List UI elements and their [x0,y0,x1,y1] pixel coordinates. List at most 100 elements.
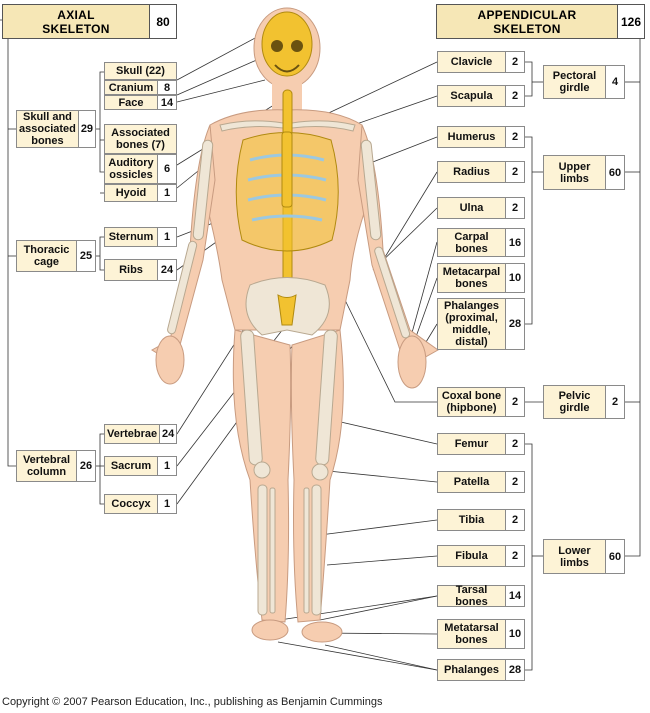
group-label: Upper limbs [558,160,591,185]
ribs-box: Ribs 24 [104,259,177,281]
item-label: Cranium [108,81,154,94]
copyright-notice: Copyright © 2007 Pearson Education, Inc.… [2,696,383,708]
thoracic-cage-group: Thoracic cage 25 [16,240,96,272]
item-label: Hyoid [115,187,147,199]
item-label: Phalanges (proximal, middle, distal) [443,300,500,348]
group-count: 26 [76,451,95,481]
axial-skeleton-label: AXIAL SKELETON [42,7,110,36]
axial-bones [235,11,339,336]
group-count: 25 [76,241,95,271]
item-count: 14 [157,96,176,109]
group-label: Pectoral girdle [552,70,597,94]
foot-phalanges-box: Phalanges 28 [437,659,525,681]
item-count: 2 [505,510,524,530]
axial-skeleton-count: 80 [149,5,176,38]
item-label: Scapula [450,90,493,102]
group-label: Vertebral column [22,454,71,478]
item-label: Associated bones (7) [111,127,170,151]
item-count: 1 [157,457,176,475]
appendicular-skeleton-label: APPENDICULAR SKELETON [477,7,577,36]
pectoral-girdle-group: Pectoral girdle 4 [543,65,625,99]
item-count: 8 [157,81,176,94]
humerus-box: Humerus 2 [437,126,525,148]
item-count: 24 [159,425,176,443]
lower-limbs-group: Lower limbs 60 [543,539,625,574]
sacrum-box: Sacrum 1 [104,456,177,476]
item-label: Ulna [459,202,484,214]
group-count: 2 [605,386,624,418]
group-count: 29 [77,111,95,147]
group-count: 60 [605,540,624,573]
appendicular-skeleton-count: 126 [617,5,644,38]
axial-skeleton-header: AXIAL SKELETON 80 [2,4,177,39]
item-count: 24 [157,260,176,280]
item-label: Metatarsal bones [444,622,499,646]
group-label: Thoracic cage [23,244,70,268]
item-count: 1 [157,495,176,513]
appendicular-skeleton-header: APPENDICULAR SKELETON 126 [436,4,645,39]
item-label: Clavicle [450,56,493,68]
hyoid-box: Hyoid 1 [104,184,177,202]
metacarpal-bones-box: Metacarpal bones 10 [437,263,525,293]
item-count: 2 [505,162,524,182]
item-count: 6 [157,155,176,183]
group-label: Pelvic girdle [558,390,591,414]
item-count: 2 [505,127,524,147]
coccyx-box: Coccyx 1 [104,494,177,514]
item-count: 16 [505,229,524,256]
radius-box: Radius 2 [437,161,525,183]
item-label: Humerus [447,131,496,143]
sternum-box: Sternum 1 [104,227,177,247]
group-label: Lower limbs [558,544,591,569]
item-label: Coxal bone (hipbone) [441,390,502,414]
coxal-bone-box: Coxal bone (hipbone) 2 [437,387,525,417]
item-label: Auditory ossicles [108,157,154,181]
clavicle-box: Clavicle 2 [437,51,525,73]
item-label: Femur [454,438,489,450]
item-label: Tibia [458,514,485,526]
item-label: Radius [453,166,490,178]
item-label: Ribs [119,264,143,276]
item-label: Fibula [455,550,488,562]
item-count: 28 [505,299,524,349]
vertebral-column-group: Vertebral column 26 [16,450,96,482]
item-count: 28 [505,660,524,680]
item-count: 2 [505,434,524,454]
vertebrae-box: Vertebrae 24 [104,424,177,444]
item-count: 10 [505,264,524,292]
skull-box: Skull (22) [104,62,177,80]
femur-box: Femur 2 [437,433,525,455]
tarsal-bones-box: Tarsal bones 14 [437,584,525,608]
carpal-bones-box: Carpal bones 16 [437,228,525,257]
pelvic-girdle-group: Pelvic girdle 2 [543,385,625,419]
group-label: Skull and associated bones [19,111,76,147]
item-count: 2 [505,86,524,106]
item-label: Tarsal bones [455,584,488,608]
skull-associated-bones-group: Skull and associated bones 29 [16,110,96,148]
item-label: Sacrum [110,460,152,472]
item-count: 2 [505,198,524,218]
item-label: Phalanges [443,664,500,676]
item-label: Coccyx [111,498,151,510]
scapula-box: Scapula 2 [437,85,525,107]
associated-bones-box: Associated bones (7) [104,124,177,154]
item-label: Face [118,96,144,109]
item-label: Patella [453,476,490,488]
upper-limbs-group: Upper limbs 60 [543,155,625,190]
item-count: 2 [505,472,524,492]
item-label: Skull (22) [116,65,165,77]
item-count: 1 [157,185,176,201]
hand-phalanges-box: Phalanges (proximal, middle, distal) 28 [437,298,525,350]
fibula-box: Fibula 2 [437,545,525,567]
cranium-box: Cranium 8 [104,80,177,95]
item-count: 2 [505,52,524,72]
face-box: Face 14 [104,95,177,110]
item-count: 2 [505,546,524,566]
ulna-box: Ulna 2 [437,197,525,219]
item-label: Carpal bones [454,230,489,255]
metatarsal-bones-box: Metatarsal bones 10 [437,619,525,649]
patella-box: Patella 2 [437,471,525,493]
item-count: 14 [505,586,524,606]
